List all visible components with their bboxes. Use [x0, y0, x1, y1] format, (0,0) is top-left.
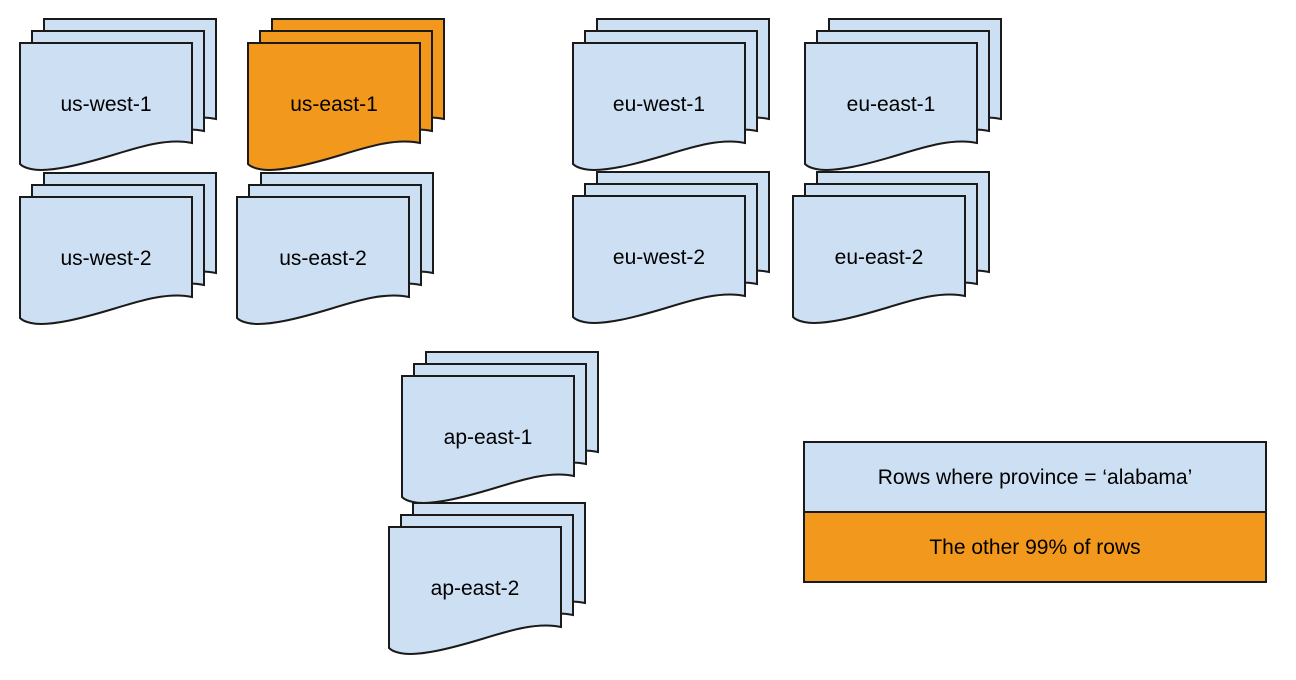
region-stack-ap-east-2: ap-east-2: [388, 502, 587, 658]
region-stack-eu-west-2: eu-west-2: [572, 171, 771, 327]
region-label: eu-west-2: [612, 245, 706, 269]
region-stack-eu-west-1: eu-west-1: [572, 18, 771, 174]
legend: Rows where province = ‘alabama’ The othe…: [803, 441, 1267, 583]
legend-item-alabama-rows: Rows where province = ‘alabama’: [805, 443, 1265, 511]
region-label: ap-east-2: [430, 576, 520, 600]
region-label: eu-west-1: [612, 92, 706, 116]
region-stack-us-west-2: us-west-2: [19, 172, 218, 328]
legend-label-other: The other 99% of rows: [929, 535, 1141, 559]
region-label: us-east-2: [279, 246, 367, 270]
legend-label-alabama: Rows where province = ‘alabama’: [877, 465, 1193, 489]
region-stack-ap-east-1: ap-east-1: [401, 351, 600, 507]
region-label: eu-east-1: [846, 92, 936, 116]
region-stack-us-east-1: us-east-1: [247, 18, 446, 174]
region-label: us-west-1: [60, 92, 152, 116]
region-stack-us-west-1: us-west-1: [19, 18, 218, 174]
region-label: ap-east-1: [443, 425, 533, 449]
region-stack-eu-east-2: eu-east-2: [792, 171, 991, 327]
region-label: eu-east-2: [834, 245, 924, 269]
region-label: us-west-2: [60, 246, 152, 270]
region-stack-eu-east-1: eu-east-1: [804, 18, 1003, 174]
legend-divider: [805, 511, 1265, 513]
region-label: us-east-1: [290, 92, 378, 116]
region-stack-us-east-2: us-east-2: [236, 172, 435, 328]
legend-item-other-rows: The other 99% of rows: [805, 513, 1265, 581]
